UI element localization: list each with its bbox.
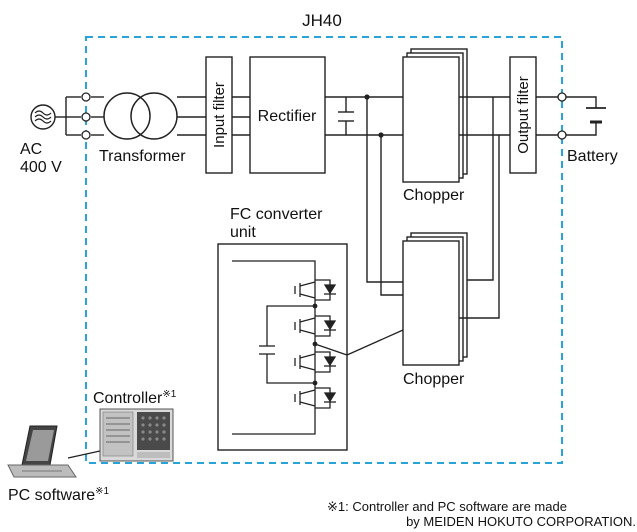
chopper-bottom-label: Chopper xyxy=(403,371,465,388)
input-terminals xyxy=(81,92,91,140)
chopper-output-wires xyxy=(459,96,510,319)
system-boundary xyxy=(85,36,563,464)
rectifier-box xyxy=(249,56,326,174)
igbt-cell-2 xyxy=(294,317,337,335)
footnote-line2: by MEIDEN HOKUTO CORPORATION. xyxy=(406,514,636,529)
battery-label: Battery xyxy=(567,148,618,165)
rectifier-label: Rectifier xyxy=(258,108,317,125)
laptop-icon xyxy=(7,425,77,478)
input-filter-label: Input filter xyxy=(211,82,228,148)
footnote-line1: ※1: Controller and PC software are made xyxy=(327,499,567,514)
igbt-cell-3 xyxy=(294,353,337,371)
chopper-top-stack xyxy=(402,48,468,183)
ac-wires xyxy=(55,96,250,136)
dc-link-junctions xyxy=(364,94,384,138)
igbt-cell-4 xyxy=(294,389,337,407)
ac-source-label-line1: AC xyxy=(20,141,42,158)
chopper-top-label: Chopper xyxy=(403,187,465,204)
pc-controller-cable xyxy=(67,450,101,459)
battery-icon xyxy=(586,107,606,124)
output-filter-label: Output filter xyxy=(515,76,532,154)
chopper-bottom-stack xyxy=(402,232,468,366)
input-filter-box xyxy=(205,56,233,174)
transformer-label: Transformer xyxy=(99,148,186,165)
pc-software-label: PC software※1 xyxy=(8,486,110,504)
output-terminals xyxy=(557,92,567,140)
ac-source-label-line2: 400 V xyxy=(20,159,62,176)
system-label: JH40 xyxy=(302,11,342,30)
fc-converter-label-line1: FC converter xyxy=(230,206,323,223)
igbt-cell-1 xyxy=(294,281,337,299)
fc-converter-box xyxy=(217,243,348,451)
output-wires xyxy=(536,96,597,136)
dc-link-wires xyxy=(325,96,403,296)
transformer-icon xyxy=(103,92,178,140)
controller-label: Controller※1 xyxy=(93,389,177,407)
fc-converter-label-line2: unit xyxy=(230,224,256,241)
ac-source-icon xyxy=(30,104,56,130)
fc-circuit-junctions xyxy=(312,303,318,386)
output-filter-box xyxy=(509,56,537,174)
controller-device-icon xyxy=(99,408,174,462)
